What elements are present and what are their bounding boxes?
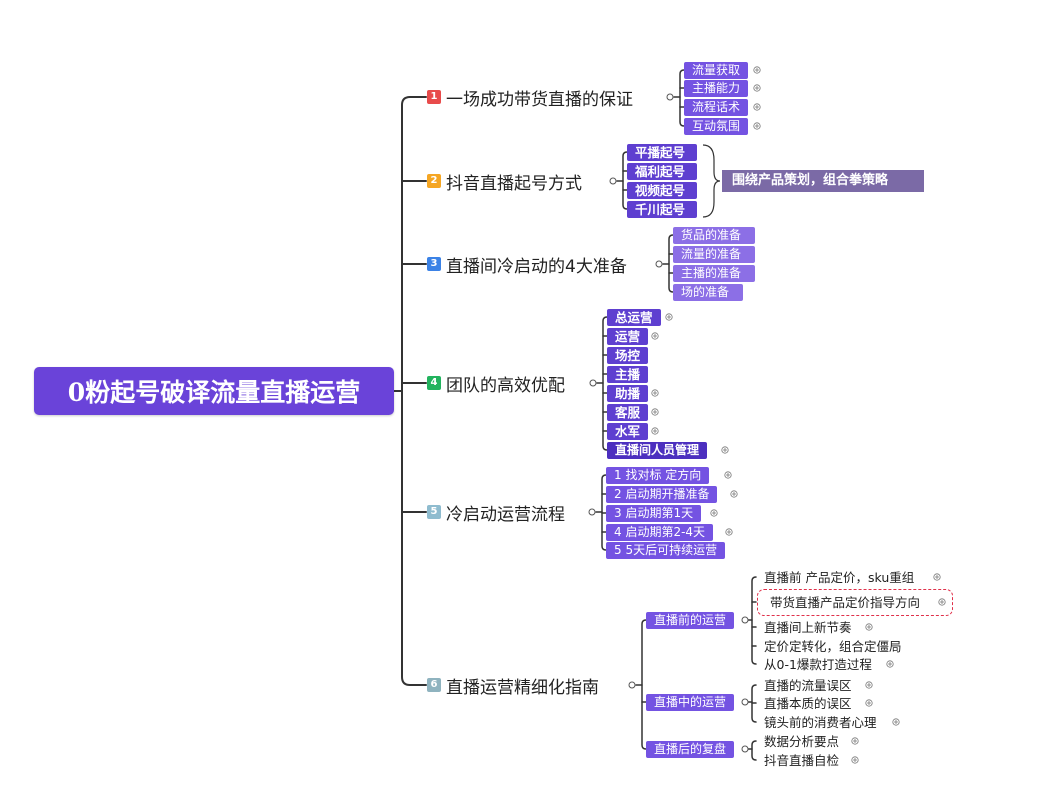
branch-label: 直播间冷启动的4大准备 xyxy=(446,256,627,277)
leaf-topic[interactable]: 直播本质的误区 xyxy=(764,696,852,711)
leaf-topic[interactable]: 带货直播产品定价指导方向 xyxy=(770,595,921,610)
subtopic[interactable]: 主播 xyxy=(607,366,649,383)
branch-6-topic[interactable]: 6 直播运营精细化指南 xyxy=(427,673,599,698)
summary-label[interactable]: 围绕产品策划，组合拳策略 xyxy=(722,170,924,192)
number-badge: 3 xyxy=(427,257,441,271)
number-badge: 4 xyxy=(427,376,441,390)
subtopic[interactable]: 1 找对标 定方向 xyxy=(606,467,710,484)
subtopic[interactable]: 客服 xyxy=(607,404,649,421)
leaf-topic[interactable]: 直播前 产品定价，sku重组 xyxy=(764,570,915,585)
branch-5-topic[interactable]: 5 冷启动运营流程 xyxy=(427,500,565,525)
subtopic[interactable]: 场控 xyxy=(607,347,649,364)
leaf-topic[interactable]: 直播的流量误区 xyxy=(764,678,852,693)
subtopic[interactable]: 互动氛围 xyxy=(684,118,749,135)
root-topic[interactable]: 0粉起号破译流量直播运营 xyxy=(34,367,394,415)
number-badge: 5 xyxy=(427,505,441,519)
subtopic[interactable]: 场的准备 xyxy=(673,284,743,301)
subtopic[interactable]: 流程话术 xyxy=(684,99,749,116)
leaf-topic[interactable]: 定价定转化，组合定僵局 xyxy=(764,639,902,654)
leaf-topic[interactable]: 直播间上新节奏 xyxy=(764,620,852,635)
subtopic[interactable]: 平播起号 xyxy=(627,144,697,161)
subtopic[interactable]: 福利起号 xyxy=(627,163,697,180)
branch-2-topic[interactable]: 2 抖音直播起号方式 xyxy=(427,169,582,194)
highlight-frame xyxy=(757,589,953,616)
subtopic[interactable]: 运营 xyxy=(607,328,649,345)
leaf-topic[interactable]: 镜头前的消费者心理 xyxy=(764,715,877,730)
subtopic[interactable]: 货品的准备 xyxy=(673,227,755,244)
subtopic[interactable]: 2 启动期开播准备 xyxy=(606,486,718,503)
subtopic[interactable]: 流量获取 xyxy=(684,62,749,79)
subtopic[interactable]: 主播能力 xyxy=(684,80,749,97)
leaf-topic[interactable]: 抖音直播自检 xyxy=(764,753,840,768)
branch-label: 直播运营精细化指南 xyxy=(446,677,599,698)
leaf-topic[interactable]: 数据分析要点 xyxy=(764,734,840,749)
number-badge: 1 xyxy=(427,90,441,104)
subtopic[interactable]: 直播间人员管理 xyxy=(607,442,708,459)
branch-1-topic[interactable]: 1 一场成功带货直播的保证 xyxy=(427,85,633,110)
subtopic-group[interactable]: 直播前的运营 xyxy=(646,612,735,629)
subtopic[interactable]: 视频起号 xyxy=(627,182,697,199)
branch-4-topic[interactable]: 4 团队的高效优配 xyxy=(427,371,565,396)
subtopic[interactable]: 3 启动期第1天 xyxy=(606,505,702,522)
subtopic[interactable]: 千川起号 xyxy=(627,201,697,218)
branch-3-topic[interactable]: 3 直播间冷启动的4大准备 xyxy=(427,252,627,277)
subtopic[interactable]: 4 启动期第2-4天 xyxy=(606,524,714,541)
branch-label: 团队的高效优配 xyxy=(446,375,565,396)
leaf-topic[interactable]: 从0-1爆款打造过程 xyxy=(764,657,872,672)
branch-label: 冷启动运营流程 xyxy=(446,504,565,525)
subtopic[interactable]: 流量的准备 xyxy=(673,246,755,263)
subtopic[interactable]: 总运营 xyxy=(607,309,661,326)
subtopic[interactable]: 5 5天后可持续运营 xyxy=(606,542,726,559)
number-badge: 2 xyxy=(427,174,441,188)
number-badge: 6 xyxy=(427,678,441,692)
subtopic[interactable]: 助播 xyxy=(607,385,649,402)
branch-label: 一场成功带货直播的保证 xyxy=(446,89,633,110)
branch-label: 抖音直播起号方式 xyxy=(446,173,582,194)
subtopic[interactable]: 主播的准备 xyxy=(673,265,755,282)
subtopic[interactable]: 水军 xyxy=(607,423,649,440)
subtopic-group[interactable]: 直播中的运营 xyxy=(646,694,735,711)
subtopic-group[interactable]: 直播后的复盘 xyxy=(646,741,735,758)
